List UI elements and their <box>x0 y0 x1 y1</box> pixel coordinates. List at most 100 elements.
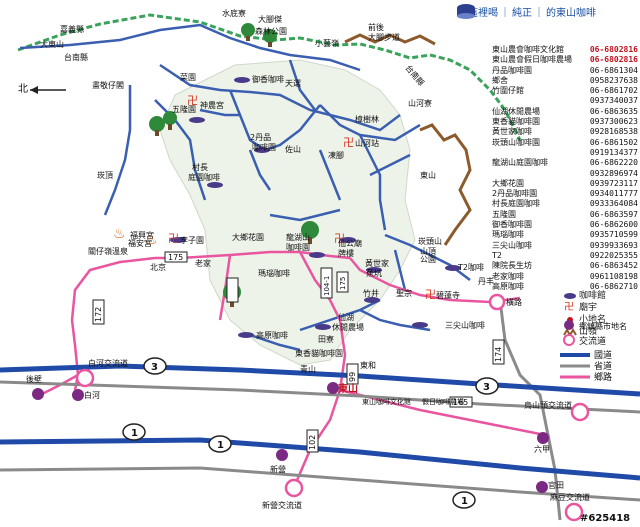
place-row: 0919134377 <box>492 148 638 158</box>
place-row: 0932896974 <box>492 169 638 179</box>
interchanges <box>75 293 590 522</box>
place-phone: 0932896974 <box>589 168 638 178</box>
caiyuan-label: 菜園 <box>180 72 196 82</box>
temple-icon: 卍 <box>334 232 345 245</box>
place-row: 0937340037 <box>492 96 638 106</box>
dongshan-town-label: 東山 <box>338 382 358 395</box>
baihe-ic-label: 白河交流道 <box>88 358 128 368</box>
place-phone: 0939933693 <box>589 240 638 250</box>
place-phone: 06-6861702 <box>589 86 638 96</box>
place-phone: 06-6863597 <box>589 209 638 219</box>
temple-icon: 卍 <box>564 302 574 313</box>
xinying-interchange <box>284 478 304 498</box>
map-legend: 咖啡館 卍 廟宇 小地名 山嶺 <box>563 291 607 337</box>
qingshan-label: 青山 <box>300 364 316 374</box>
coffee1-label: 咖啡園 <box>252 142 276 152</box>
north-arrow-head <box>30 86 38 94</box>
north-label: 北 <box>18 83 28 95</box>
panel-header: 在這裡喝｜純正｜的東山咖啡 <box>458 8 596 19</box>
sanjian-label: 三尖山咖啡 <box>445 320 485 330</box>
mountain-ridge-east <box>419 123 472 246</box>
header-part-c: 的東山咖啡 <box>546 8 596 19</box>
biyun-label: 碧蓮寺 <box>436 290 460 300</box>
county-border <box>17 13 522 141</box>
place-phone: 06-6862600 <box>589 220 638 230</box>
place-name: 大鄉花園 <box>492 178 524 188</box>
place-phone: 06-6863635 <box>589 106 638 116</box>
route-174-label: 174 <box>494 347 503 362</box>
shanhe-village-label: 山河寮 <box>408 98 432 108</box>
cafe-icon <box>170 237 186 243</box>
xinying-dot <box>276 449 288 461</box>
place-phone: 0922025355 <box>589 250 638 260</box>
place-name: 崁頭山咖啡園 <box>492 137 540 147</box>
cunchang-label: 村長 <box>192 162 208 172</box>
route-1b-label: 1 <box>217 440 224 451</box>
hualun-temple-label: 畫敬仔閣 <box>92 80 124 90</box>
cafe-icon <box>412 322 428 328</box>
place-name: 東山農會假日咖啡農場 <box>492 55 572 65</box>
legend-interchange-label: 交流道 <box>579 335 606 347</box>
legend-county-label: 鄉路 <box>594 371 612 383</box>
image-code: #625418 <box>580 513 631 524</box>
ruiyuan-label: 瑪瑙咖啡 <box>258 268 290 278</box>
kanshan-label: 崁頭山 <box>418 236 442 246</box>
beijing-label: 北京 <box>150 262 166 272</box>
madou-interchange <box>564 502 584 522</box>
place-phone: 0961108198 <box>589 271 638 281</box>
guantian-label: 官田 <box>548 480 564 490</box>
route-102-label: 102 <box>308 435 317 450</box>
place-name: 陳院長生坊 <box>492 261 532 271</box>
place-name: T2 <box>492 250 502 260</box>
tree-icon <box>241 23 255 41</box>
baihe-label: 白河 <box>84 390 100 400</box>
cafe-icon <box>366 267 382 273</box>
place-phone: 06-6862710 <box>589 281 638 291</box>
route-175b-label: 175 <box>339 277 347 290</box>
place-phone: 06-6862220 <box>589 158 638 168</box>
wushan-interchange <box>570 402 590 422</box>
cafe-icon <box>207 182 223 188</box>
place-phone: 06-6802816 <box>589 55 638 65</box>
yuzhi-coffee-label: 御香咖啡 <box>252 74 284 84</box>
tongjia-label: 聖宗 <box>396 288 412 298</box>
place-name: 老家咖啡 <box>492 271 524 281</box>
guanzi-label: 關仔嶺溫泉 <box>88 246 128 256</box>
route-1a-label: 1 <box>131 428 138 439</box>
place-name: 東香貓咖啡園 <box>492 117 540 127</box>
temple-icon: 卍 <box>343 136 354 149</box>
header-part-b: 純正 <box>512 8 532 19</box>
temple-icon: 卍 <box>187 94 198 107</box>
route-3b-label: 3 <box>483 382 490 393</box>
hengshan-label: 橫路 <box>506 297 522 307</box>
temple-icon: 卍 <box>168 232 179 245</box>
zhuqi-label: 竹井 <box>363 288 379 298</box>
temple-icons: 卍 卍 卍 卍 卍 <box>168 94 436 301</box>
legend-town-label: 鄉鎮縣市地名 <box>579 321 627 331</box>
route-99-label: 99 <box>348 372 357 382</box>
place-row: 東山農會假日咖啡農場 06-6802816 <box>492 55 638 65</box>
liziyuan-label: 李子園 <box>180 235 204 245</box>
shuidi-label: 水底寮 <box>222 8 246 18</box>
houbi-label: 後壁 <box>26 374 42 384</box>
place-name: 丹品咖啡園 <box>492 65 532 75</box>
tree-icon <box>149 116 165 136</box>
place-name: 黃世家咖啡 <box>492 127 532 137</box>
place-name: 瑪瑙咖啡 <box>492 230 524 240</box>
erdanpin-label: 2丹品 <box>250 133 271 142</box>
zuoshan-label: 佐山 <box>285 144 301 154</box>
fuan-temple-label: 福安宮 <box>128 238 152 248</box>
route-175-label: 175 <box>168 253 183 262</box>
tree-icon <box>263 29 277 47</box>
legend-provincial-label: 省道 <box>594 360 612 372</box>
qianhou-label: 前後 <box>368 22 384 32</box>
